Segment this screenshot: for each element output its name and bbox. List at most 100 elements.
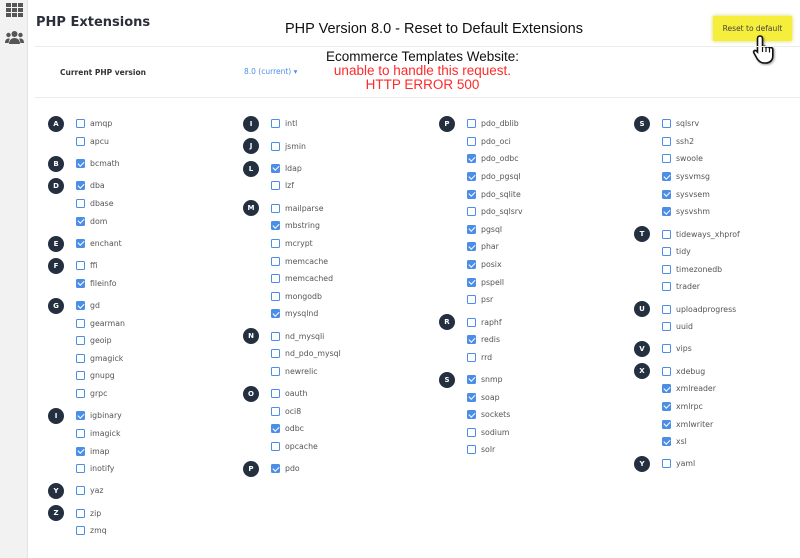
extension-checkbox[interactable] (76, 136, 85, 146)
extension-dbase[interactable]: dbase (76, 195, 125, 213)
extension-tideways_xhprof[interactable]: tideways_xhprof (662, 225, 740, 243)
extension-checkbox[interactable] (467, 295, 476, 305)
extension-checkbox[interactable] (271, 366, 280, 376)
extension-nd_pdo_mysql[interactable]: nd_pdo_mysql (271, 345, 341, 363)
extension-checkbox[interactable] (271, 349, 280, 359)
extension-checkbox[interactable] (467, 445, 476, 455)
extension-pdo_oci[interactable]: pdo_oci (467, 133, 523, 151)
extension-pdo[interactable]: pdo (271, 460, 341, 478)
extension-checkbox[interactable] (662, 419, 671, 429)
extension-odbc[interactable]: odbc (271, 420, 341, 438)
extension-ffi[interactable]: ffi (76, 257, 125, 275)
reset-to-default-button[interactable]: Reset to default (713, 16, 792, 41)
extension-checkbox[interactable] (662, 384, 671, 394)
extension-checkbox[interactable] (271, 441, 280, 451)
extension-checkbox[interactable] (76, 508, 85, 518)
extension-checkbox[interactable] (271, 406, 280, 416)
extension-rrd[interactable]: rrd (467, 348, 523, 366)
extension-checkbox[interactable] (76, 464, 85, 474)
extension-trader[interactable]: trader (662, 278, 740, 296)
extension-nd_mysqli[interactable]: nd_mysqli (271, 327, 341, 345)
extension-sysvmsg[interactable]: sysvmsg (662, 168, 740, 186)
extension-checkbox[interactable] (662, 172, 671, 182)
php-version-dropdown[interactable]: 8.0 (current) ▾ (244, 67, 298, 76)
extension-checkbox[interactable] (76, 301, 85, 311)
extension-checkbox[interactable] (76, 353, 85, 363)
extension-memcached[interactable]: memcached (271, 270, 341, 288)
extension-sysvsem[interactable]: sysvsem (662, 185, 740, 203)
extension-checkbox[interactable] (467, 374, 476, 384)
extension-intl[interactable]: intl (271, 115, 341, 133)
extension-checkbox[interactable] (467, 392, 476, 402)
extension-pdo_sqlite[interactable]: pdo_sqlite (467, 185, 523, 203)
extension-igbinary[interactable]: igbinary (76, 407, 125, 425)
extension-checkbox[interactable] (76, 199, 85, 209)
extension-imap[interactable]: imap (76, 442, 125, 460)
extension-enchant[interactable]: enchant (76, 235, 125, 253)
extension-checkbox[interactable] (76, 216, 85, 226)
extension-dba[interactable]: dba (76, 177, 125, 195)
extension-bcmath[interactable]: bcmath (76, 155, 125, 173)
extension-gmagick[interactable]: gmagick (76, 350, 125, 368)
extension-checkbox[interactable] (662, 304, 671, 314)
extension-lzf[interactable]: lzf (271, 177, 341, 195)
extension-yaml[interactable]: yaml (662, 455, 740, 473)
users-icon[interactable] (5, 30, 24, 44)
extension-checkbox[interactable] (76, 371, 85, 381)
extension-redis[interactable]: redis (467, 331, 523, 349)
extension-mbstring[interactable]: mbstring (271, 217, 341, 235)
extension-checkbox[interactable] (467, 427, 476, 437)
extension-checkbox[interactable] (271, 464, 280, 474)
extension-checkbox[interactable] (662, 189, 671, 199)
extension-tidy[interactable]: tidy (662, 243, 740, 261)
extension-pdo_odbc[interactable]: pdo_odbc (467, 150, 523, 168)
extension-checkbox[interactable] (467, 335, 476, 345)
extension-checkbox[interactable] (76, 119, 85, 129)
extension-xmlrpc[interactable]: xmlrpc (662, 398, 740, 416)
extension-checkbox[interactable] (662, 229, 671, 239)
extension-checkbox[interactable] (76, 278, 85, 288)
extension-solr[interactable]: solr (467, 441, 523, 459)
extension-gnupg[interactable]: gnupg (76, 367, 125, 385)
extension-checkbox[interactable] (467, 224, 476, 234)
extension-checkbox[interactable] (271, 389, 280, 399)
extension-uploadprogress[interactable]: uploadprogress (662, 300, 740, 318)
extension-checkbox[interactable] (76, 261, 85, 271)
extension-checkbox[interactable] (467, 260, 476, 270)
extension-pgsql[interactable]: pgsql (467, 221, 523, 239)
extension-sodium[interactable]: sodium (467, 423, 523, 441)
extension-checkbox[interactable] (467, 172, 476, 182)
extension-mongodb[interactable]: mongodb (271, 287, 341, 305)
apps-grid-icon[interactable] (6, 3, 23, 17)
extension-dom[interactable]: dom (76, 212, 125, 230)
extension-fileinfo[interactable]: fileinfo (76, 275, 125, 293)
extension-jsmin[interactable]: jsmin (271, 137, 341, 155)
extension-checkbox[interactable] (467, 154, 476, 164)
extension-pdo_pgsql[interactable]: pdo_pgsql (467, 168, 523, 186)
extension-checkbox[interactable] (271, 141, 280, 151)
extension-ssh2[interactable]: ssh2 (662, 133, 740, 151)
extension-zmq[interactable]: zmq (76, 522, 125, 540)
extension-checkbox[interactable] (76, 238, 85, 248)
extension-checkbox[interactable] (467, 207, 476, 217)
extension-geoip[interactable]: geoip (76, 332, 125, 350)
extension-newrelic[interactable]: newrelic (271, 362, 341, 380)
extension-checkbox[interactable] (271, 181, 280, 191)
extension-checkbox[interactable] (271, 203, 280, 213)
extension-oci8[interactable]: oci8 (271, 402, 341, 420)
extension-xdebug[interactable]: xdebug (662, 362, 740, 380)
extension-checkbox[interactable] (662, 136, 671, 146)
extension-checkbox[interactable] (662, 282, 671, 292)
extension-checkbox[interactable] (662, 401, 671, 411)
extension-oauth[interactable]: oauth (271, 385, 341, 403)
extension-inotify[interactable]: inotify (76, 460, 125, 478)
extension-soap[interactable]: soap (467, 388, 523, 406)
extension-checkbox[interactable] (76, 486, 85, 496)
extension-yaz[interactable]: yaz (76, 482, 125, 500)
extension-checkbox[interactable] (271, 163, 280, 173)
extension-memcache[interactable]: memcache (271, 252, 341, 270)
extension-checkbox[interactable] (467, 352, 476, 362)
extension-checkbox[interactable] (271, 238, 280, 248)
extension-checkbox[interactable] (662, 366, 671, 376)
extension-mysqlnd[interactable]: mysqlnd (271, 305, 341, 323)
